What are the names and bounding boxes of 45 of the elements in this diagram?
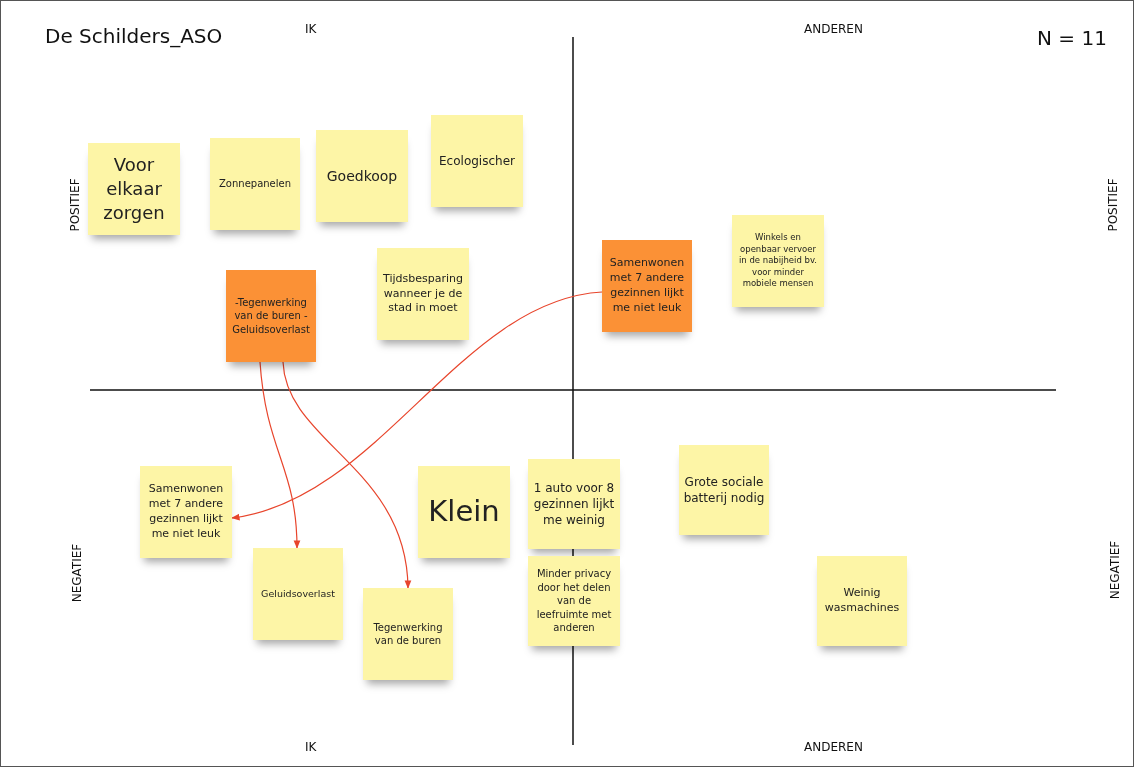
note-text: Geluidsoverlast xyxy=(261,587,335,601)
axis-label: NEGATIEF xyxy=(1108,540,1123,600)
sticky-note xyxy=(528,556,620,646)
arrow xyxy=(282,361,411,589)
arrow xyxy=(259,361,301,549)
note-text: Zonnepanelen xyxy=(219,177,291,191)
note-text: Samenwonen met 7 andere gezinnen lijkt me niet leuk xyxy=(608,256,686,316)
sticky-note xyxy=(817,556,907,646)
sticky-note xyxy=(528,459,620,549)
sticky-note xyxy=(418,466,510,558)
axis-label: POSITIEF xyxy=(1105,178,1120,232)
sticky-note xyxy=(210,138,300,230)
sticky-note xyxy=(316,130,408,222)
note-text: Klein xyxy=(428,493,500,531)
axis-label: ANDEREN xyxy=(804,740,863,754)
axis-label: IK xyxy=(305,740,317,754)
sticky-note xyxy=(88,143,180,235)
note-text: Weinig wasmachines xyxy=(823,586,901,616)
axis-label: IK xyxy=(305,22,317,36)
note-text: Ecologischer xyxy=(439,152,515,170)
note-text: Samenwonen met 7 andere gezinnen lijkt me niet leuk xyxy=(147,482,225,542)
note-text: -Tegenwerking van de buren -Geluidsoverlast xyxy=(231,295,311,337)
note-text: Minder privacy door het delen van de leefruimte met anderen xyxy=(535,567,613,635)
title: De Schilders_ASO xyxy=(45,24,223,48)
sticky-note xyxy=(140,466,232,558)
sticky-note xyxy=(226,270,316,362)
note-text: Winkels en openbaar vervoer in de nabijheid bv. voor minder mobiele mensen xyxy=(737,232,818,290)
sample-size: N = 11 xyxy=(1037,26,1107,50)
axis-label: ANDEREN xyxy=(804,22,863,36)
note-text: Tegenwerking van de buren xyxy=(372,620,444,648)
axis-label: NEGATIEF xyxy=(70,543,85,603)
sticky-note xyxy=(363,588,453,680)
sticky-note xyxy=(377,248,469,340)
note-text: Grote sociale batterij nodig xyxy=(683,473,765,507)
sticky-note xyxy=(679,445,769,535)
sticky-note xyxy=(602,240,692,332)
note-text: Goedkoop xyxy=(326,166,398,186)
axis-label: POSITIEF xyxy=(67,178,82,232)
arrow xyxy=(231,291,603,520)
sticky-note xyxy=(253,548,343,640)
note-text: 1 auto voor 8 gezinnen lijkt me weinig xyxy=(532,479,616,529)
note-text: Voor elkaar zorgen xyxy=(102,152,166,226)
note-text: Tijdsbesparing wanneer je de stad in moet xyxy=(382,271,464,317)
sticky-note xyxy=(732,215,824,307)
sticky-note xyxy=(431,115,523,207)
